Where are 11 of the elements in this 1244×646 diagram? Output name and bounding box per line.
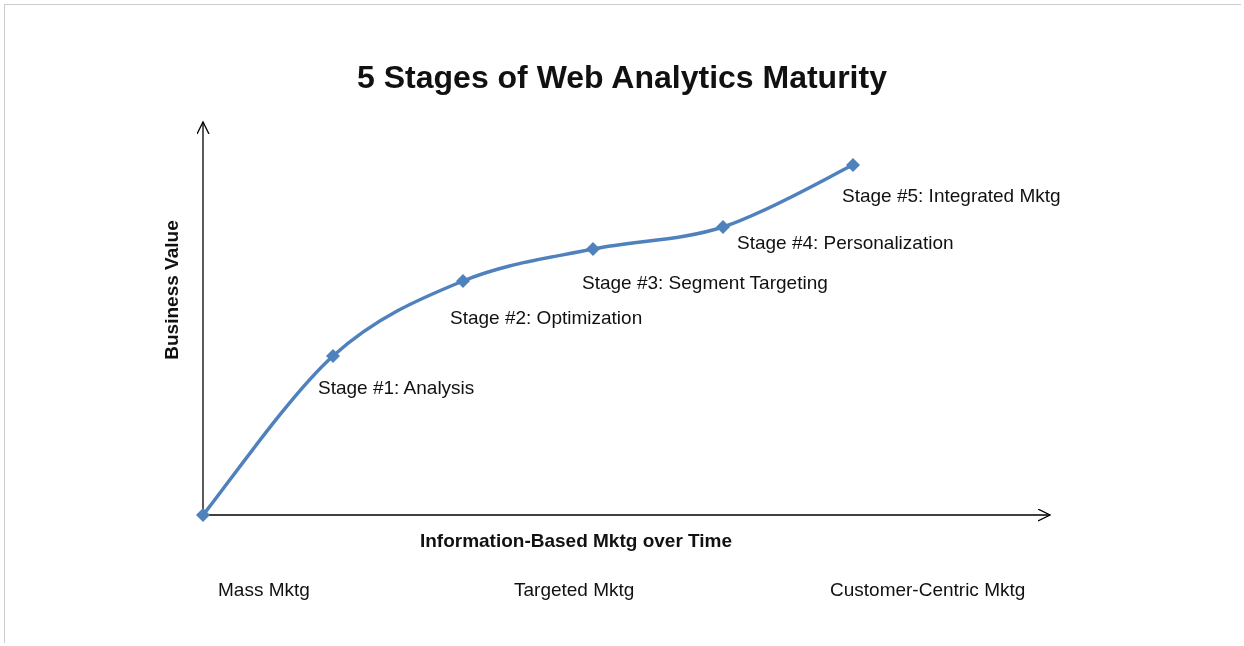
category-label: Customer-Centric Mktg bbox=[830, 579, 1026, 601]
stage-label: Stage #1: Analysis bbox=[318, 377, 475, 399]
category-label: Targeted Mktg bbox=[514, 579, 635, 601]
chart-title: 5 Stages of Web Analytics Maturity bbox=[357, 58, 887, 96]
stage-label: Stage #3: Segment Targeting bbox=[582, 272, 828, 294]
stage-label: Stage #2: Optimization bbox=[450, 307, 643, 329]
stage-label: Stage #4: Personalization bbox=[737, 232, 954, 254]
axis-label: Business Value bbox=[161, 220, 183, 360]
category-label: Mass Mktg bbox=[218, 579, 310, 601]
axis-label: Information-Based Mktg over Time bbox=[419, 530, 733, 552]
stage-label: Stage #5: Integrated Mktg bbox=[842, 185, 1061, 207]
